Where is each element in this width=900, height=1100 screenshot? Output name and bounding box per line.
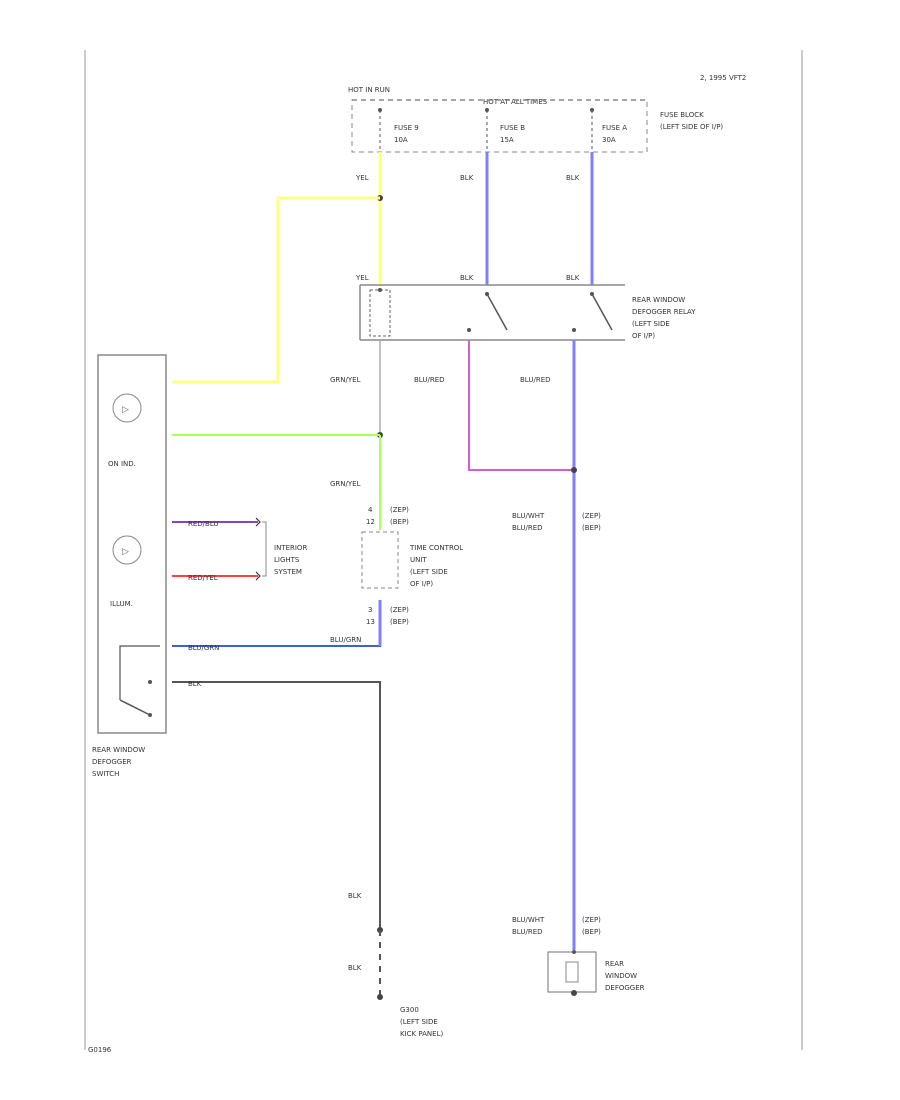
grn-yel-label-upper: GRN/YEL [330,376,361,384]
blk-ground-wire [172,681,381,930]
fuse-b-rating: 15A [500,136,514,144]
switch-outline [97,354,167,734]
ground-label-1: G300 [400,1006,419,1014]
ground-wire-top-label: BLK [348,892,362,900]
blu-grn-label-switch: BLU/GRN [188,644,219,652]
tcu-outline [361,531,399,589]
on-ind-bulb-icon [112,393,142,423]
tcu-label-2: UNIT [410,556,427,564]
red-yel-label: RED/YEL [188,574,218,582]
illum-bulb-icon [112,535,142,565]
defogger-outline [547,951,597,993]
tcu-label-4: OF I/P) [410,580,433,588]
tcu-code-bot-2: (BEP) [390,618,409,626]
arrow-icon-2 [255,571,261,581]
splice-defogger [571,467,577,473]
relay-blk-label-2: BLK [566,274,580,282]
fuse-a-rating: 30A [602,136,616,144]
illum-label: ILLUM. [110,600,133,608]
hot-in-run-label: HOT IN RUN [348,86,390,94]
interior-bracket [262,521,267,577]
fuse-9-rating: 10A [394,136,408,144]
blu-red-label-relay-2: BLU/RED [520,376,551,384]
fuse-9-name: FUSE 9 [394,124,419,132]
red-blu-label: RED/BLU [188,520,219,528]
relay-label-4: OF I/P) [632,332,655,340]
tcu-pin-top-2: 12 [366,518,375,526]
switch-label-2: DEFOGGER [92,758,132,766]
yel-wire-to-switch [172,196,380,384]
blu-red-label-relay: BLU/RED [414,376,445,384]
blu-grn-label-tcu: BLU/GRN [330,636,361,644]
on-ind-bulb-glyph: ▷ [122,405,129,415]
fuse-block: HOT IN RUN HOT AT ALL TIMES FUSE 9 10A F… [348,86,723,153]
tcu-label-1: TIME CONTROL [409,544,463,552]
defogger-relay: YEL BLK BLK REAR WINDOW DEFOGGER RELAY (… [355,274,696,341]
header-code: 2, 1995 VFT2 [700,74,746,82]
interior-label-1: INTERIOR [274,544,307,552]
interior-label-2: LIGHTS [274,556,300,564]
grn-yel-label-lower: GRN/YEL [330,480,361,488]
defogger-label-3: DEFOGGER [605,984,645,992]
blu-red-wire-pink [468,340,574,471]
blk-label-fuseb: BLK [460,174,474,182]
relay-yel-label: YEL [355,274,369,282]
ground-icon [377,994,383,1000]
defogger-bottom-label-2: BLU/RED [512,928,543,936]
defogger-mid-code-1: (ZEP) [582,512,601,520]
defogger-mid-code-2: (BEP) [582,524,601,532]
illum-bulb-glyph: ▷ [122,547,129,557]
fuse-block-label-1: FUSE BLOCK [660,111,704,119]
defogger-mid-label-1: BLU/WHT [512,512,545,520]
switch-contact [119,699,151,716]
relay-contact-2 [591,293,613,331]
tcu-code-top-1: (ZEP) [390,506,409,514]
time-control-unit: 4 12 (ZEP) (BEP) TIME CONTROL UNIT (LEFT… [361,506,463,626]
fuse-block-label-2: (LEFT SIDE OF I/P) [660,123,723,131]
fuse-b-name: FUSE B [500,124,525,132]
tcu-pin-bot-2: 13 [366,618,375,626]
yel-label-top: YEL [355,174,369,182]
ground-wire-bottom-label: BLK [348,964,362,972]
relay-blk-label-1: BLK [460,274,474,282]
relay-label-1: REAR WINDOW [632,296,685,304]
switch-label-1: REAR WINDOW [92,746,145,754]
fuse-a-name: FUSE A [602,124,627,132]
interior-label-3: SYSTEM [274,568,302,576]
footer-code: G0196 [88,1046,112,1054]
relay-label-3: (LEFT SIDE [632,320,670,328]
blk-label-switch: BLK [188,680,202,688]
blk-label-fusea: BLK [566,174,580,182]
hot-at-all-times-label: HOT AT ALL TIMES [483,98,548,106]
switch-label-3: SWITCH [92,770,119,778]
defogger-bottom-code-1: (ZEP) [582,916,601,924]
defogger-label-1: REAR [605,960,624,968]
tcu-code-top-2: (BEP) [390,518,409,526]
relay-coil [369,289,391,337]
tcu-code-bot-1: (ZEP) [390,606,409,614]
tcu-label-3: (LEFT SIDE [410,568,448,576]
relay-label-2: DEFOGGER RELAY [632,308,696,316]
on-ind-label: ON IND. [108,460,136,468]
defogger-bottom-code-2: (BEP) [582,928,601,936]
defogger-mid-label-2: BLU/RED [512,524,543,532]
defogger-element-icon [565,961,579,983]
defogger-ground-point [571,990,577,996]
relay-contact-1 [486,293,508,331]
defogger-switch: ▷ ON IND. ▷ ILLUM. REAR WINDOW DEFOGGER … [92,354,167,778]
arrow-icon-1 [255,517,261,527]
defogger-bottom-label-1: BLU/WHT [512,916,545,924]
switch-internal-wire [119,645,160,700]
tcu-pin-bot-1: 3 [368,606,372,614]
ground-label-3: KICK PANEL) [400,1030,443,1038]
defogger-label-2: WINDOW [605,972,637,980]
ground-label-2: (LEFT SIDE [400,1018,438,1026]
tcu-pin-top-1: 4 [368,506,373,514]
